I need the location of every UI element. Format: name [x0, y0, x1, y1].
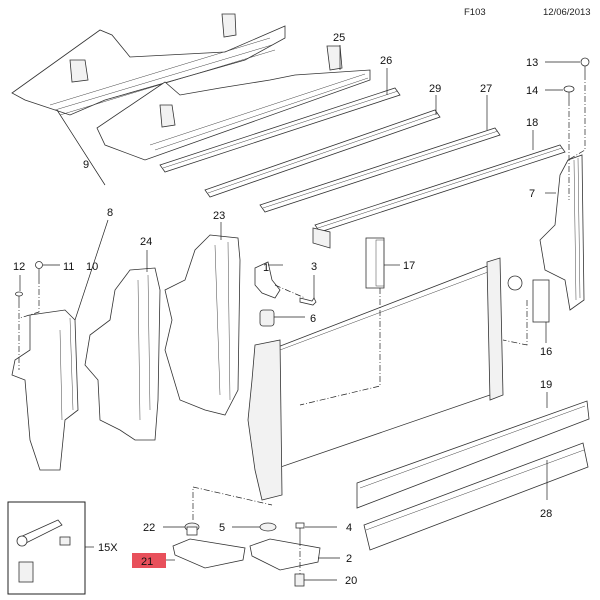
part-17-pad[interactable]: [365, 237, 385, 289]
callout-9[interactable]: 9: [83, 159, 89, 171]
callout-19[interactable]: 19: [540, 379, 552, 391]
callout-11[interactable]: 11: [63, 261, 74, 273]
callout-27[interactable]: 27: [480, 83, 492, 95]
part-20-spring[interactable]: [294, 573, 305, 587]
kit-15x-box[interactable]: [7, 501, 86, 595]
part-29-strip[interactable]: [204, 109, 441, 198]
callout-7[interactable]: 7: [529, 188, 535, 200]
callout-15x[interactable]: 15X: [98, 542, 118, 554]
part-16-pad[interactable]: [532, 279, 550, 323]
callout-21[interactable]: 21: [141, 556, 153, 568]
part-9-upper-shield[interactable]: [11, 13, 286, 116]
callout-23[interactable]: 23: [213, 210, 225, 222]
callout-26[interactable]: 26: [380, 55, 392, 67]
part-19-seal[interactable]: [356, 400, 590, 509]
part-5-bushing[interactable]: [259, 522, 277, 532]
part-2-bracket[interactable]: [249, 538, 321, 571]
callout-18[interactable]: 18: [526, 117, 538, 129]
part-22-bushing[interactable]: [184, 522, 200, 536]
diagram-date: 12/06/2013: [543, 7, 591, 18]
part-radiator[interactable]: [247, 257, 523, 501]
callout-2[interactable]: 2: [346, 553, 352, 565]
callout-5[interactable]: 5: [219, 522, 225, 534]
callout-1[interactable]: 1: [263, 262, 269, 274]
callout-highlight: [132, 553, 166, 568]
callout-24[interactable]: 24: [140, 236, 152, 248]
part-27-strip[interactable]: [259, 127, 501, 213]
callout-3[interactable]: 3: [311, 261, 317, 273]
callout-20[interactable]: 20: [345, 575, 357, 587]
callout-28[interactable]: 28: [540, 508, 552, 520]
part-18-strip[interactable]: [312, 144, 566, 249]
part-21-bracket[interactable]: [172, 538, 246, 569]
callout-16[interactable]: 16: [540, 346, 552, 358]
part-26-strip[interactable]: [159, 87, 401, 173]
callout-17[interactable]: 17: [403, 260, 415, 272]
callout-29[interactable]: 29: [429, 83, 441, 95]
part-4-bolt[interactable]: [295, 522, 305, 540]
callout-14[interactable]: 14: [526, 85, 538, 97]
part-24-air-guide[interactable]: [84, 267, 161, 441]
part-10-air-guide[interactable]: [11, 309, 79, 471]
part-6-grommet[interactable]: [259, 309, 275, 327]
callout-13[interactable]: 13: [526, 57, 538, 69]
part-14-clip[interactable]: [563, 85, 575, 100]
part-11-clip[interactable]: [35, 261, 43, 279]
callout-6[interactable]: 6: [310, 313, 316, 325]
callout-12[interactable]: 12: [13, 261, 25, 273]
part-13-clip[interactable]: [580, 57, 590, 74]
callout-4[interactable]: 4: [346, 522, 352, 534]
part-3-bolt[interactable]: [299, 297, 317, 306]
part-23-air-guide[interactable]: [164, 234, 241, 416]
part-12-clip[interactable]: [15, 291, 23, 302]
diagram-code: F103: [464, 7, 486, 18]
callout-10[interactable]: 10: [86, 261, 98, 273]
callout-22[interactable]: 22: [143, 522, 155, 534]
part-25-lower-shield[interactable]: [96, 45, 371, 161]
part-7-side-bracket[interactable]: [539, 154, 585, 311]
part-28-seal[interactable]: [363, 442, 589, 551]
callout-8[interactable]: 8: [107, 207, 113, 219]
callout-labels: 1 2 3 4 5 6 7 8 9 10 11 12 13 14 15X 16 …: [13, 32, 552, 587]
callout-25[interactable]: 25: [333, 32, 345, 44]
